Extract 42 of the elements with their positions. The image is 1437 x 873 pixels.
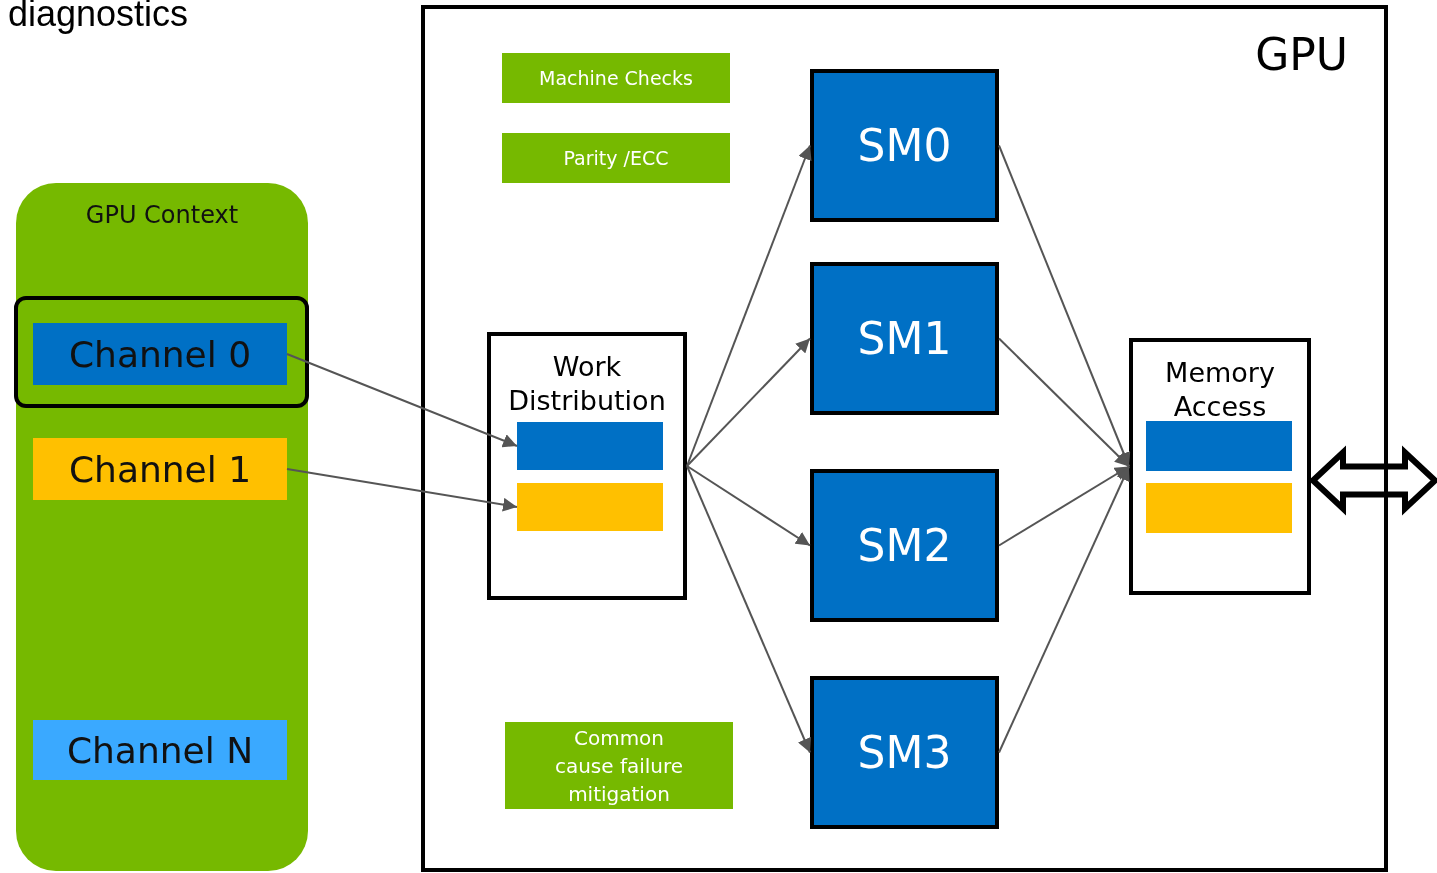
gpu-frame xyxy=(421,5,1388,872)
sm-label: SM1 xyxy=(857,313,952,364)
channel-label: Channel 0 xyxy=(68,333,252,375)
arrow xyxy=(686,465,811,547)
arrow xyxy=(686,144,812,467)
arrow xyxy=(998,337,1130,468)
sm-box xyxy=(810,262,999,415)
queue-bar xyxy=(517,483,663,531)
sm-label: SM0 xyxy=(857,120,952,171)
feature-tag xyxy=(502,53,730,103)
arrow xyxy=(998,465,1130,547)
unit-box xyxy=(1129,338,1311,595)
panel-title: GPU Context xyxy=(84,201,240,229)
double-arrow xyxy=(1308,445,1437,516)
channel-label: Channel N xyxy=(66,729,254,771)
sm-box xyxy=(810,69,999,222)
queue-bar xyxy=(1146,421,1292,471)
unit-box xyxy=(487,332,687,600)
arrow xyxy=(998,144,1131,468)
gpu-title: GPU xyxy=(1255,29,1348,80)
channel-box xyxy=(33,438,287,500)
feature-tag xyxy=(505,722,733,809)
feature-label: Machine Checks xyxy=(539,67,693,89)
arrow xyxy=(998,465,1130,754)
unit-title: Memory Access xyxy=(1164,356,1276,424)
sm-box xyxy=(810,469,999,622)
queue-bar xyxy=(1146,483,1292,533)
sm-label: SM2 xyxy=(857,520,952,571)
channel-box xyxy=(33,720,287,780)
unit-title: Work Distribution xyxy=(507,350,667,418)
arrow xyxy=(286,353,518,448)
arrow xyxy=(686,337,811,467)
sm-label: SM3 xyxy=(857,727,952,778)
channel-label: Channel 1 xyxy=(68,448,252,490)
queue-bar xyxy=(517,422,663,470)
context-panel xyxy=(16,183,308,871)
feature-tag xyxy=(502,133,730,183)
sm-box xyxy=(810,676,999,829)
arrow xyxy=(686,465,811,754)
feature-label: Parity /ECC xyxy=(563,147,669,169)
heading-text: diagnostics xyxy=(8,0,189,34)
feature-label: Common cause failure mitigation xyxy=(553,724,685,808)
